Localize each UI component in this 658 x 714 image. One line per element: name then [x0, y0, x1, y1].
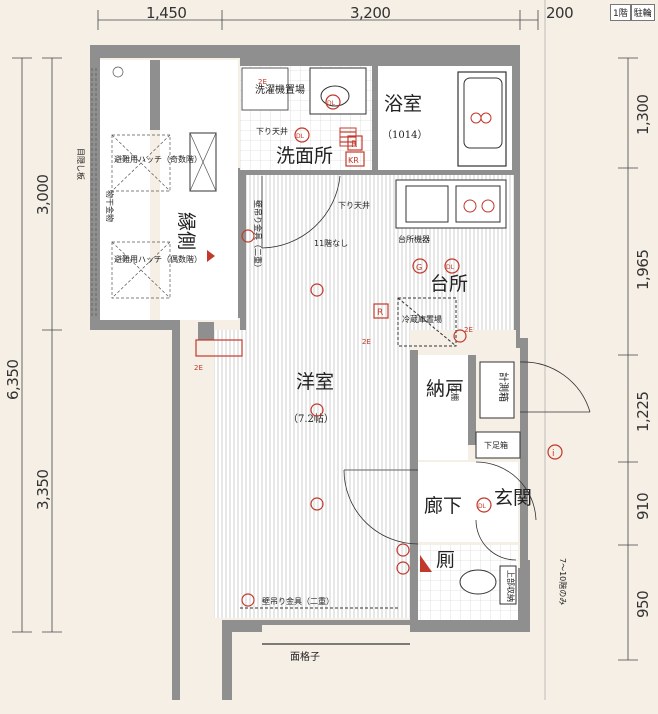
toilet-label: 厠: [436, 549, 455, 571]
western-room-label: 洋室: [296, 371, 334, 393]
dim-top-1: 1,450: [146, 4, 186, 22]
svg-text:2E: 2E: [258, 78, 267, 86]
dim-right-3: 1,225: [634, 392, 652, 432]
svg-text:G: G: [416, 263, 422, 272]
outlet-hall-icon: [396, 543, 410, 557]
gas-outlet-icon: [412, 258, 428, 274]
dim-right-4: 910: [634, 493, 652, 520]
shoe-box-label: 下足箱: [484, 440, 508, 450]
upper-shelf: [499, 565, 517, 605]
lattice-label: 面格子: [290, 650, 320, 663]
western-room-floor: [214, 330, 410, 618]
hook-rail-label: 壁吊り金具（二重）: [262, 596, 334, 606]
washroom-label: 洗面所: [276, 145, 333, 167]
shoe-box: [475, 431, 521, 459]
evac-even-label: 避難用ハッチ（偶数階）: [114, 254, 202, 264]
clothes-pole-label: 物干金物: [105, 190, 115, 222]
toilet-bowl-icon: [459, 569, 497, 595]
doors: [261, 175, 591, 561]
veranda-label: 縁側: [175, 212, 197, 250]
downlight-wash-icon: [325, 94, 341, 110]
bath-label: 浴室: [384, 93, 422, 115]
r-outlet-icon: [347, 135, 363, 151]
outlet-western2-icon: [241, 229, 255, 243]
dim-top-2: 3,200: [350, 4, 390, 22]
meter-box: [479, 361, 515, 419]
electrical-symbols: i G DL DL DL DL R KR R 2E 2E 2E 2E: [194, 78, 563, 607]
kr-outlet-icon: [345, 151, 365, 167]
meter-label: 計測箱: [497, 372, 510, 402]
shelf-label: 枕棚: [450, 385, 460, 401]
upper-shelf-label: 上部収納: [506, 570, 516, 602]
veranda-floor: [100, 60, 150, 320]
storage-floor: [418, 355, 468, 460]
lowered-ceiling-wash: 下り天井: [256, 126, 288, 136]
downlight-entrance-icon: [476, 497, 492, 513]
hall-floor: [418, 462, 518, 542]
svg-text:i: i: [552, 449, 555, 459]
svg-text:DL: DL: [446, 264, 455, 271]
toilet-flag-icon: [420, 555, 432, 572]
svg-text:2E: 2E: [194, 364, 203, 372]
svg-text:DL: DL: [296, 133, 305, 140]
hall-label: 廊下: [424, 495, 462, 517]
bath-size: （1014）: [382, 129, 427, 141]
veranda-details: [91, 66, 217, 318]
floor-tag: 1階駐輪: [610, 4, 658, 22]
kitchen-label: 台所: [430, 273, 468, 295]
dimension-lines: [12, 0, 638, 700]
r-outlet-kitchen-icon: [373, 303, 389, 319]
arrow-icon: [207, 250, 215, 262]
floor-tag-extra: 駐輪: [630, 4, 655, 21]
dim-top-3: 200: [546, 4, 573, 22]
kitchen-appliance-label: 台所機器: [398, 234, 430, 244]
bathtub: [457, 71, 507, 167]
dim-right-2: 1,965: [634, 250, 652, 290]
evac-odd-label: 避難用ハッチ（奇数階）: [114, 154, 202, 164]
hidden-board-label: 目隠し板: [76, 148, 86, 180]
hook-rail-vertical-label: 壁吊り金具（二重）: [253, 200, 263, 272]
balcony-floor: [160, 60, 238, 320]
svg-text:R: R: [351, 140, 357, 150]
lowered-ceiling-main: 下り天井: [338, 200, 370, 210]
kitchen-counter: [395, 179, 507, 347]
fridge-label: 冷蔵庫置場: [402, 314, 442, 324]
svg-text:2E: 2E: [362, 338, 371, 346]
downlight-wash2-icon: [294, 127, 310, 143]
svg-text:KR: KR: [348, 156, 359, 165]
dim-left-inner-1: 3,000: [34, 175, 52, 215]
outlet-hall2-icon: [396, 561, 410, 575]
panel-icon: [195, 339, 243, 357]
downlight-icon: [444, 258, 460, 274]
floor-tag-label: 1階: [610, 4, 631, 21]
western-room-size: （7.2帖）: [288, 412, 334, 425]
svg-text:DL: DL: [327, 100, 336, 107]
intercom-icon: [547, 444, 563, 460]
floor11-label: 11階なし: [314, 238, 348, 248]
dim-left-inner-2: 3,350: [34, 470, 52, 510]
dim-left-outer: 6,350: [4, 360, 22, 400]
svg-text:R: R: [377, 308, 383, 318]
entrance-label: 玄関: [494, 487, 532, 509]
svg-text:DL: DL: [478, 503, 487, 510]
dim-right-5: 950: [634, 591, 652, 618]
floor-note: 7〜10階のみ: [558, 558, 568, 605]
svg-text:2E: 2E: [464, 326, 473, 334]
storage-label: 納戸: [426, 378, 464, 400]
washer-label: 洗濯機置場: [255, 83, 305, 96]
outlet-kitchen-icon: [453, 329, 467, 343]
dim-right-1: 1,300: [634, 95, 652, 135]
outlet-western-icon: [241, 593, 255, 607]
